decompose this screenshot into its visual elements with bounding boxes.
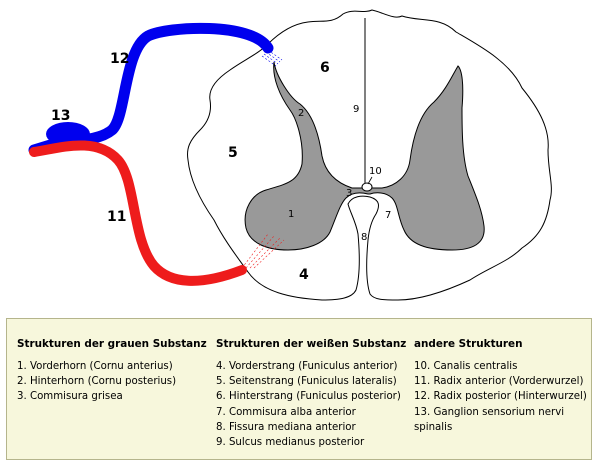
legend-item: 11. Radix anterior (Vorderwurzel) <box>414 376 584 388</box>
legend-item: 10. Canalis centralis <box>414 361 518 372</box>
label-11: 11 <box>107 209 126 225</box>
legend-item: 3. Commisura grisea <box>17 391 123 403</box>
legend-item: 12. Radix posterior (Hinterwurzel) <box>414 391 587 403</box>
legend-item: 7. Commisura alba anterior <box>216 406 356 418</box>
label-13: 13 <box>51 108 70 124</box>
label-4: 4 <box>299 267 309 283</box>
label-6: 6 <box>320 60 330 76</box>
legend-item: 4. Vorderstrang (Funiculus anterior) <box>216 361 398 372</box>
legend-column-white-matter: Strukturen der weißen Substanz 4. Vorder… <box>216 337 406 450</box>
legend-item: 1. Vorderhorn (Cornu anterius) <box>17 361 173 372</box>
legend-item: 8. Fissura mediana anterior <box>216 421 356 433</box>
legend-item: 9. Sulcus medianus posterior <box>216 437 365 449</box>
label-10: 10 <box>369 166 382 177</box>
label-7: 7 <box>385 210 391 221</box>
ganglion-sensorium <box>46 122 90 146</box>
legend-column-other: andere Strukturen 10. Canalis centralis … <box>414 337 587 435</box>
legend-item: 6. Hinterstrang (Funiculus posterior) <box>216 391 401 403</box>
gray-matter <box>244 61 485 251</box>
ventral-exit-fibers <box>241 233 285 269</box>
canal-pointer-line <box>367 176 373 185</box>
radix-anterior <box>29 140 247 286</box>
label-2: 2 <box>298 108 304 119</box>
legend-box: Strukturen der grauen Substanz 1. Vorder… <box>6 318 592 460</box>
legend-column-gray-matter: Strukturen der grauen Substanz 1. Vorder… <box>17 337 207 405</box>
legend-item: 13. Ganglion sensorium nervi spinalis <box>414 406 565 433</box>
label-8: 8 <box>361 232 367 243</box>
label-1: 1 <box>288 209 294 220</box>
legend-item: 5. Seitenstrang (Funiculus lateralis) <box>216 376 397 388</box>
legend-heading: Strukturen der weißen Substanz <box>216 338 407 350</box>
canalis-centralis <box>361 182 373 192</box>
white-matter <box>187 9 552 301</box>
label-9: 9 <box>353 104 359 115</box>
dorsal-entry-fibers <box>261 49 283 67</box>
legend-heading: andere Strukturen <box>414 338 523 350</box>
legend-item: 2. Hinterhorn (Cornu posterius) <box>17 376 177 388</box>
label-5: 5 <box>228 145 238 161</box>
label-3: 3 <box>346 188 352 199</box>
spinal-cord-diagram: 1 2 3 4 5 6 7 8 9 10 11 12 13 <box>28 9 552 301</box>
legend-heading: Strukturen der grauen Substanz <box>17 338 207 350</box>
radix-posterior <box>28 22 274 156</box>
label-12: 12 <box>110 51 129 67</box>
